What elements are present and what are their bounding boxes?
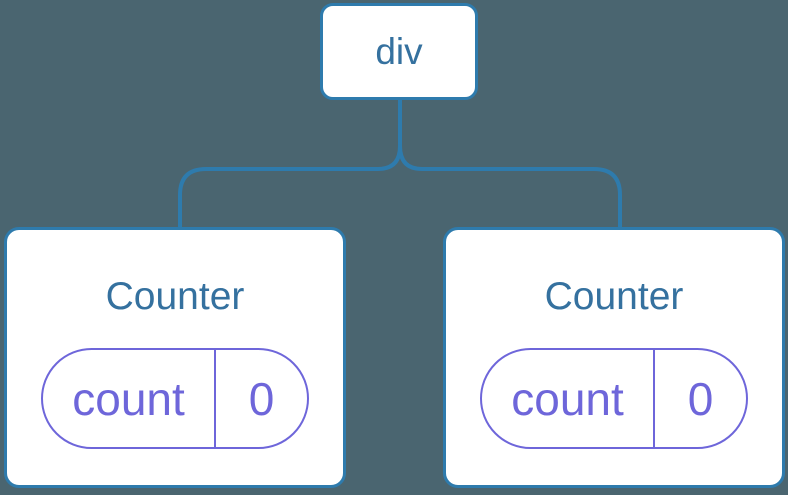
root-node: div — [320, 3, 478, 100]
state-value: 0 — [687, 372, 714, 425]
state-value: 0 — [248, 372, 275, 425]
counter-card-left: Counter count 0 — [4, 227, 346, 488]
root-node-label: div — [375, 30, 423, 72]
state-pill: count 0 — [41, 348, 309, 449]
connector-branch-right — [398, 144, 622, 231]
state-pill: count 0 — [480, 348, 748, 449]
state-key-label: count — [482, 350, 655, 447]
counter-title: Counter — [544, 275, 684, 318]
counter-card-right: Counter count 0 — [443, 227, 785, 488]
connector-branch-left — [178, 144, 402, 231]
counter-title: Counter — [105, 275, 245, 318]
state-key-label: count — [43, 350, 216, 447]
